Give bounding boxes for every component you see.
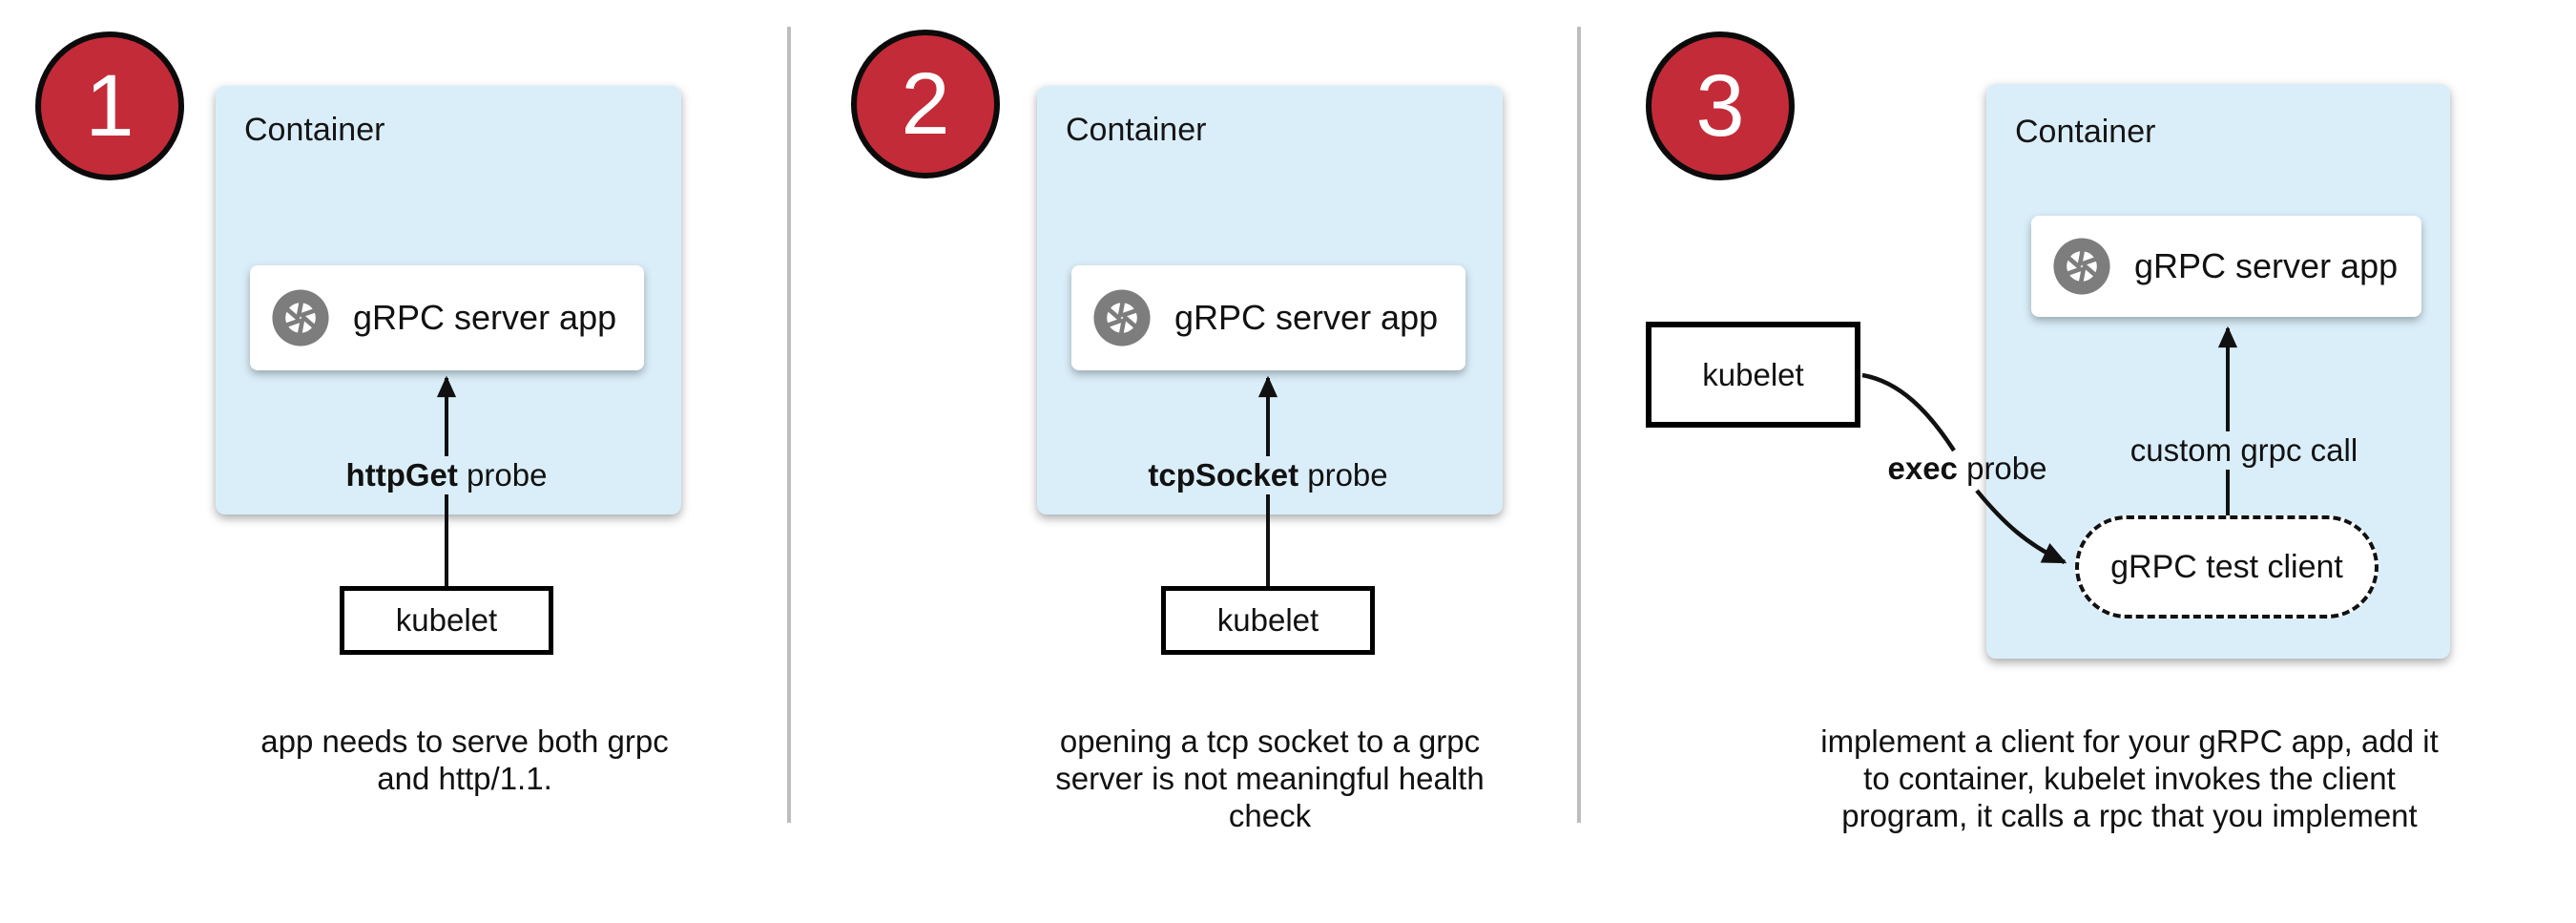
panel-caption: implement a client for your gRPC app, ad… (1820, 723, 2438, 834)
grpc-server-app-label: gRPC server app (1174, 298, 1439, 337)
tcpsocket-probe-label: tcpSocket probe (1138, 456, 1398, 494)
grpc-server-app-box: gRPC server app (2031, 216, 2421, 317)
kubelet-box: kubelet (340, 586, 553, 655)
kubelet-box: kubelet (1161, 586, 1375, 655)
panel-divider-1 (787, 27, 791, 823)
step-number: 1 (85, 57, 135, 155)
aperture-icon (2050, 235, 2113, 298)
kubelet-label: kubelet (1702, 356, 1804, 392)
kubelet-box: kubelet (1646, 322, 1860, 428)
step-badge-1: 1 (35, 31, 184, 180)
caption-line: and http/1.1. (377, 761, 552, 796)
grpc-test-client-box: gRPC test client (2075, 515, 2379, 619)
step-number: 3 (1695, 57, 1745, 155)
caption-line: server is not meaningful health (1055, 761, 1485, 796)
panel-caption: app needs to serve both grpc and http/1.… (260, 723, 668, 797)
panel-divider-2 (1577, 27, 1581, 823)
caption-line: to container, kubelet invokes the client (1863, 761, 2396, 796)
aperture-icon (1091, 286, 1153, 349)
grpc-server-app-box: gRPC server app (250, 265, 644, 370)
container-label: Container (1066, 112, 1207, 148)
panel-caption: opening a tcp socket to a grpc server is… (1055, 723, 1484, 834)
aperture-icon (269, 286, 332, 349)
container-label: Container (244, 112, 385, 148)
grpc-server-app-label: gRPC server app (353, 298, 617, 337)
caption-line: check (1228, 798, 1312, 833)
exec-probe-label: exec probe (1887, 451, 2047, 486)
kubelet-label: kubelet (395, 602, 498, 638)
grpc-server-app-box: gRPC server app (1071, 265, 1465, 370)
grpc-server-app-label: gRPC server app (2134, 246, 2399, 285)
step-badge-3: 3 (1646, 31, 1795, 180)
caption-line: program, it calls a rpc that you impleme… (1841, 798, 2418, 833)
caption-line: app needs to serve both grpc (260, 724, 669, 759)
step-badge-2: 2 (851, 30, 1000, 178)
caption-line: implement a client for your gRPC app, ad… (1820, 724, 2439, 759)
kubelet-label: kubelet (1216, 602, 1319, 638)
custom-grpc-call-label: custom grpc call (2120, 431, 2368, 470)
exec-probe-curve-upper (1861, 372, 1956, 452)
step-number: 2 (901, 55, 950, 153)
caption-line: opening a tcp socket to a grpc (1059, 724, 1481, 759)
container-label: Container (2015, 114, 2156, 150)
httpget-probe-label: httpGet probe (336, 456, 557, 494)
grpc-test-client-label: gRPC test client (2110, 548, 2343, 585)
